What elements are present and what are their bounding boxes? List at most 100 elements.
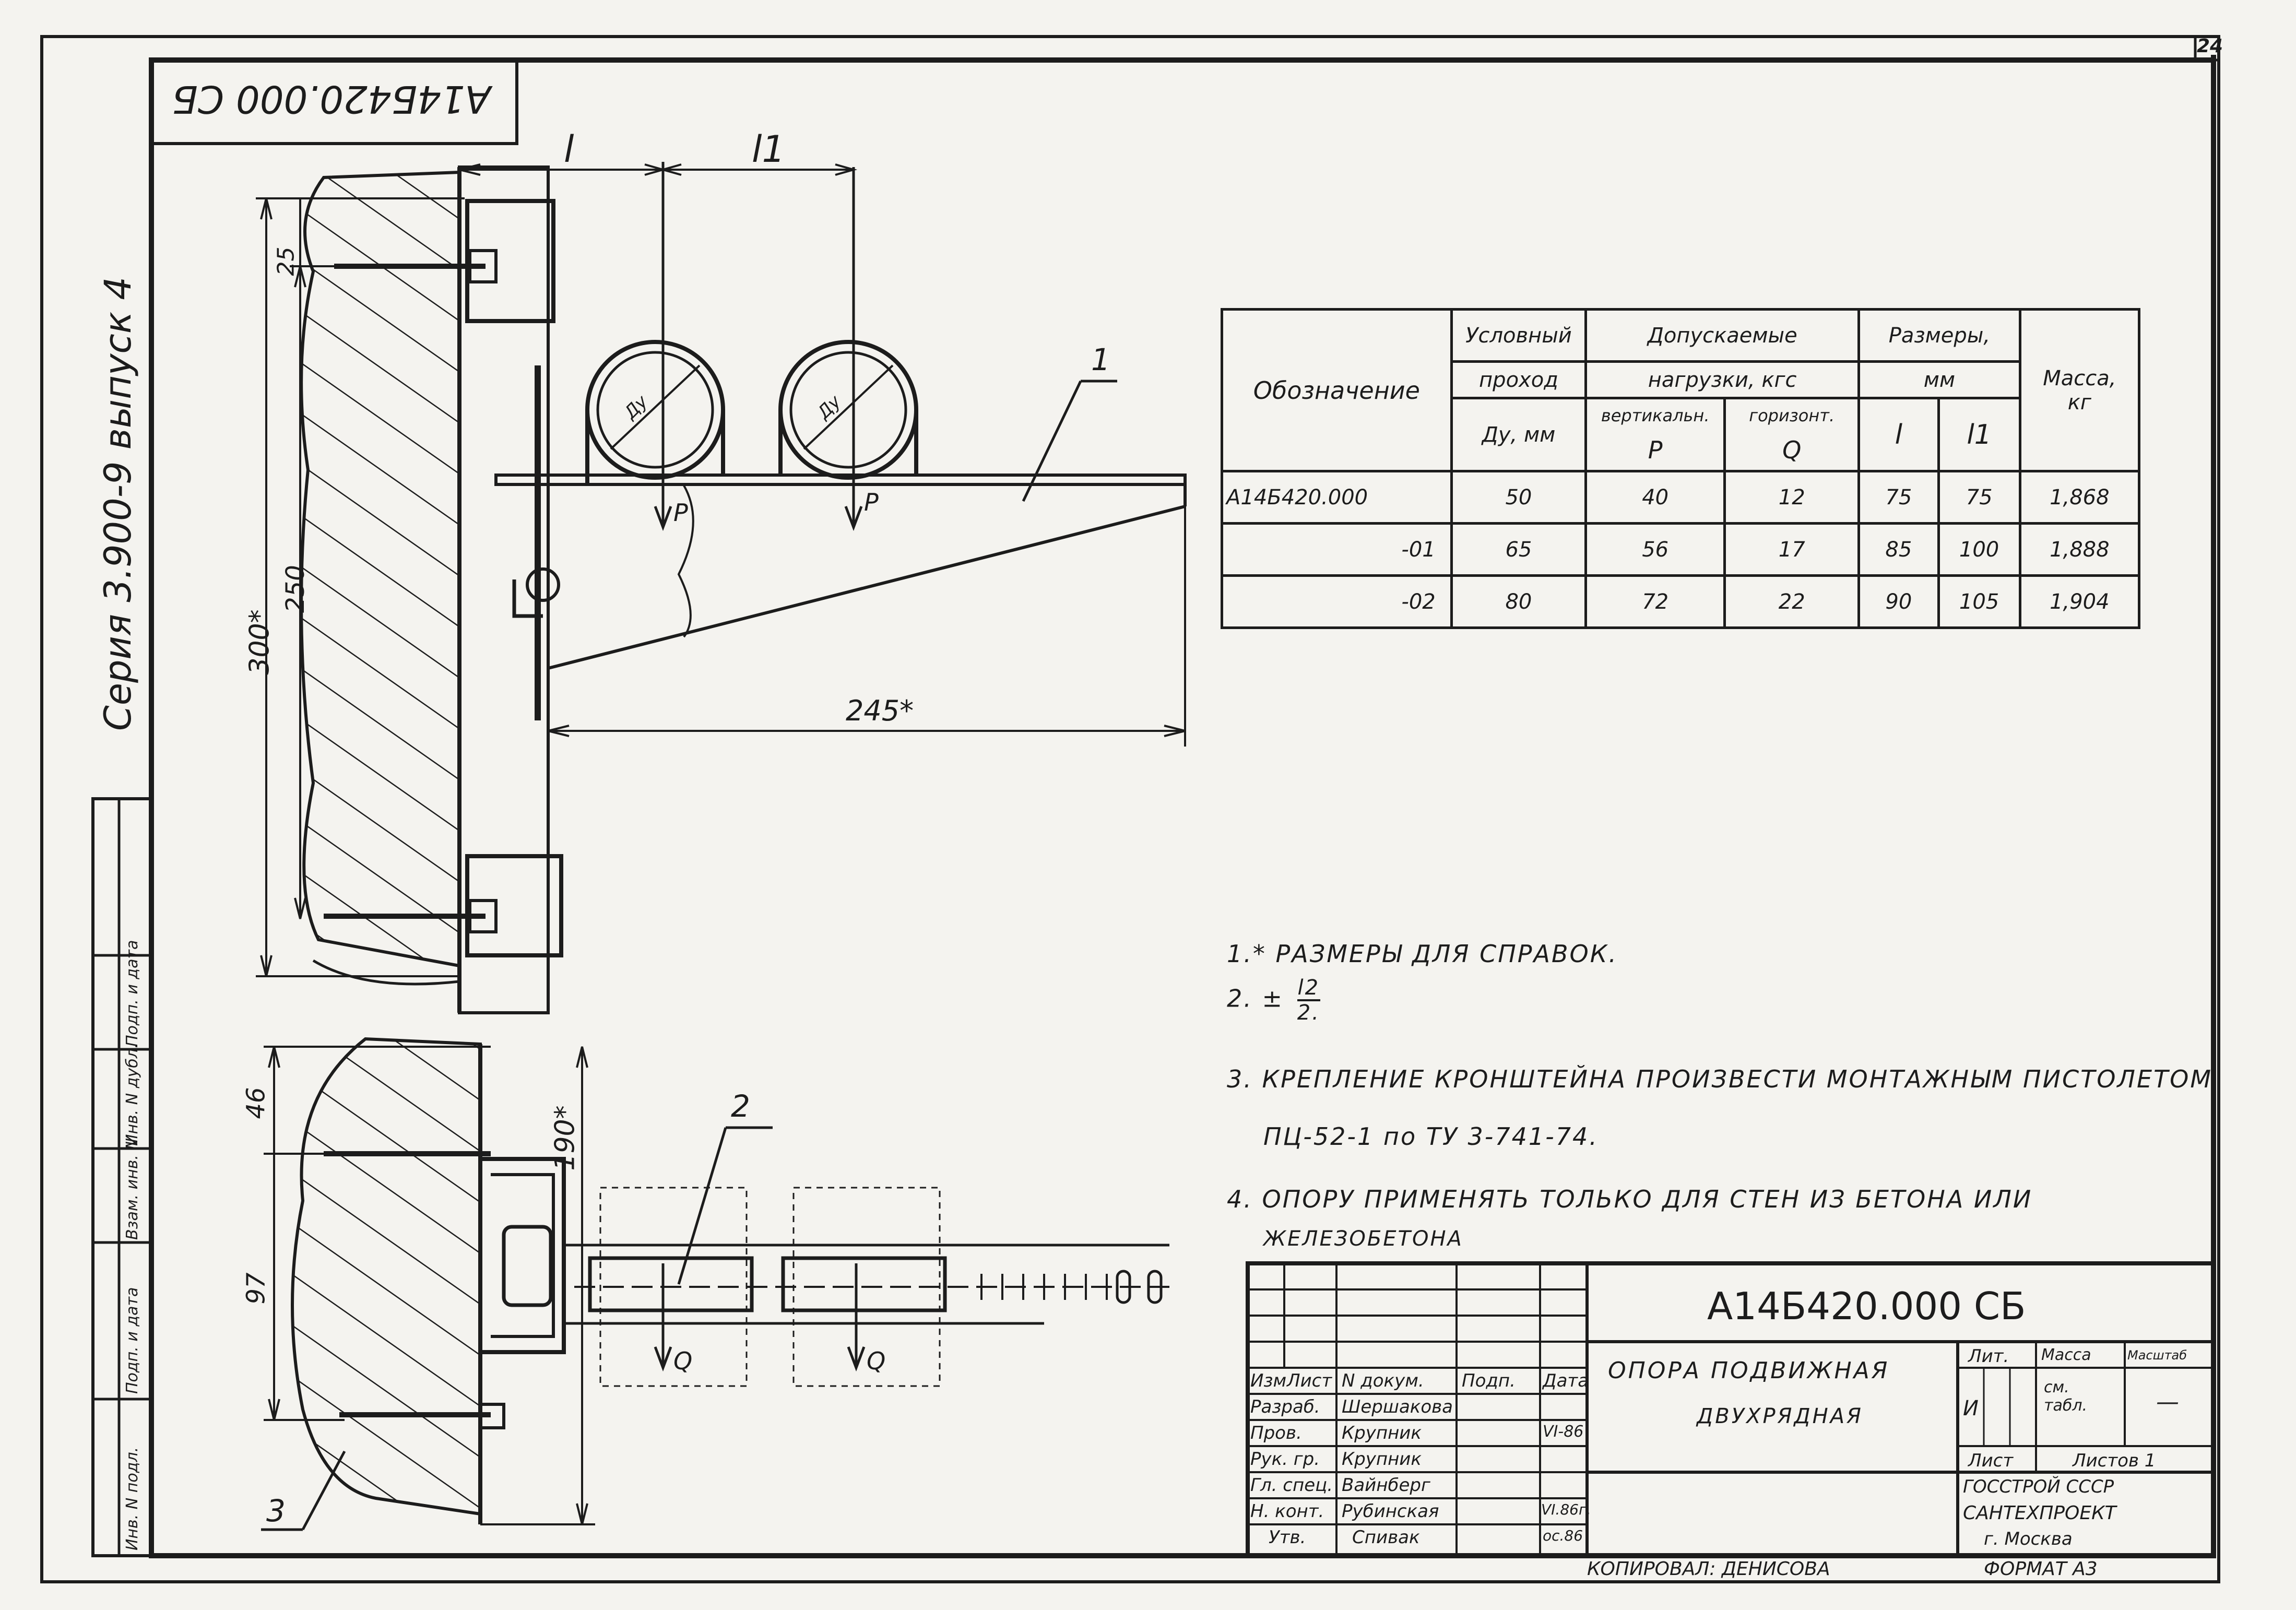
dim-25: 25	[273, 246, 300, 276]
note-3a: 3. Крепление кронштейна произвести монта…	[1227, 1065, 2213, 1093]
left-strip	[91, 797, 153, 1557]
tb-name-2: Крупник	[1342, 1449, 1422, 1470]
tb-col-list: Лист	[1287, 1370, 1332, 1391]
note-2-den: 2.	[1297, 1001, 1320, 1025]
tb-mass-label: Масса	[2041, 1346, 2091, 1364]
callout-3: 3	[266, 1493, 286, 1529]
tb-role-0: Разраб.	[1250, 1396, 1320, 1417]
dim-l1: l1	[752, 128, 785, 171]
tb-scale-label: Масштаб	[2127, 1348, 2187, 1363]
dim-97: 97	[241, 1272, 271, 1305]
pipe-clamp-2	[778, 340, 918, 480]
strip-inv-dubl: Инв. N дубл.	[123, 1043, 141, 1146]
cell-designation-2: -02	[1221, 574, 1453, 629]
note-1: 1.* Размеры для справок.	[1227, 940, 1618, 968]
title-block	[1246, 1261, 2216, 1558]
cell-du-1: 65	[1450, 522, 1588, 577]
cell-l-1: 85	[1857, 522, 1940, 577]
tb-lit-label: Лит.	[1968, 1346, 2009, 1367]
sheet-number: 24	[2197, 35, 2223, 57]
table-row: -01 65 56 17 85 100 1,888	[1221, 522, 2141, 577]
strip-podp-data-2: Подп. и дата	[123, 940, 141, 1047]
cell-p-1: 56	[1584, 522, 1726, 577]
dim-190: 190*	[549, 1105, 581, 1171]
dim-46: 46	[241, 1087, 271, 1119]
tb-org-2: САНТЕХПРОЕКТ	[1963, 1502, 2116, 1524]
strip-vzam-inv: Взам. инв. N	[123, 1138, 141, 1240]
series-label: Серия 3.900-9 выпуск 4	[97, 277, 139, 731]
cell-l1-1: 100	[1937, 522, 2021, 577]
tb-sheets-label: Листов 1	[2073, 1450, 2156, 1471]
tb-role-5: Утв.	[1269, 1527, 1306, 1548]
cell-designation-1: -01	[1221, 522, 1453, 577]
tb-mass-value: см. табл.	[2044, 1378, 2088, 1415]
outer-frame	[40, 35, 2220, 1583]
note-4b: железобетона	[1263, 1227, 1463, 1251]
stamp-box	[150, 58, 518, 145]
tb-name-0: Шершакова	[1342, 1396, 1453, 1417]
th-nominal-2: проход	[1450, 360, 1588, 399]
th-sizes-2: мм	[1857, 360, 2021, 399]
tb-name-3: Вайнберг	[1342, 1475, 1430, 1496]
cell-l-0: 75	[1857, 470, 1940, 525]
th-l1: l1	[1937, 397, 2021, 472]
th-loads-2: нагрузки, кгс	[1584, 360, 1861, 399]
load-p-2: P	[864, 488, 879, 516]
dim-250: 250	[280, 565, 310, 613]
th-horizontal: горизонт. Q	[1723, 397, 1861, 472]
strip-inv-podl: Инв. N подл.	[123, 1447, 141, 1550]
tb-name-5: Спивак	[1352, 1527, 1420, 1548]
cell-l1-0: 75	[1937, 470, 2021, 525]
th-p: P	[1648, 435, 1663, 464]
cell-l-2: 90	[1857, 574, 1940, 629]
cell-p-0: 40	[1584, 470, 1726, 525]
tb-role-1: Пров.	[1250, 1423, 1302, 1443]
note-2: 2. ± l2 2.	[1227, 976, 1320, 1024]
th-q: Q	[1782, 435, 1802, 464]
cell-q-1: 17	[1723, 522, 1861, 577]
cell-du-0: 50	[1450, 470, 1588, 525]
tb-title-1: Опора подвижная	[1608, 1357, 1890, 1384]
tb-org-3: г. Москва	[1984, 1529, 2073, 1549]
cell-mass-2: 1,904	[2018, 574, 2141, 629]
tb-scale-value: —	[2156, 1389, 2179, 1415]
tb-name-4: Рубинская	[1342, 1501, 1439, 1522]
th-mass: Масса, кг	[2018, 308, 2141, 472]
tb-col-date: Дата	[1543, 1370, 1589, 1391]
th-vertical: вертикальн. P	[1584, 397, 1726, 472]
dim-245: 245*	[846, 694, 914, 727]
tb-role-3: Гл. спец.	[1250, 1475, 1333, 1496]
tb-sheet-label: Лист	[1968, 1450, 2014, 1471]
tb-name-1: Крупник	[1342, 1423, 1422, 1443]
table-row: А14Б420.000 50 40 12 75 75 1,868	[1221, 470, 2141, 525]
th-mass-1: Масса,	[2043, 366, 2116, 390]
sheet-number-box	[2194, 35, 2220, 62]
th-vertical-label: вертикальн.	[1601, 405, 1710, 425]
load-q-1: Q	[673, 1347, 693, 1375]
spec-table: Обозначение Условный Допускаемые Размеры…	[1221, 308, 2141, 629]
wall-section-upper	[300, 170, 461, 968]
callout-1: 1	[1091, 342, 1110, 377]
th-nominal-3: Ду, мм	[1450, 397, 1588, 472]
table-row: -02 80 72 22 90 105 1,904	[1221, 574, 2141, 629]
th-horizontal-label: горизонт.	[1749, 405, 1835, 425]
cell-du-2: 80	[1450, 574, 1588, 629]
dim-300: 300*	[244, 609, 276, 675]
th-nominal-1: Условный	[1450, 308, 1588, 363]
tb-role-4: Н. конт.	[1250, 1501, 1324, 1522]
cell-q-2: 22	[1723, 574, 1861, 629]
pipe-clamp-1	[585, 340, 725, 480]
cell-l1-2: 105	[1937, 574, 2021, 629]
load-p-1: P	[673, 499, 688, 527]
cell-q-0: 12	[1723, 470, 1861, 525]
dim-l: l	[564, 128, 574, 171]
tb-role-2: Рук. гр.	[1250, 1449, 1320, 1470]
load-q-2: Q	[867, 1347, 886, 1375]
th-designation: Обозначение	[1221, 308, 1453, 472]
tb-date-5: ос.86	[1543, 1527, 1583, 1544]
tb-org-1: Госстрой СССР	[1963, 1476, 2114, 1497]
tb-col-izm: Изм	[1250, 1370, 1287, 1391]
tb-col-sign: Подп.	[1462, 1370, 1516, 1391]
th-mass-2: кг	[2067, 390, 2091, 415]
cell-designation-0: А14Б420.000	[1221, 470, 1453, 525]
